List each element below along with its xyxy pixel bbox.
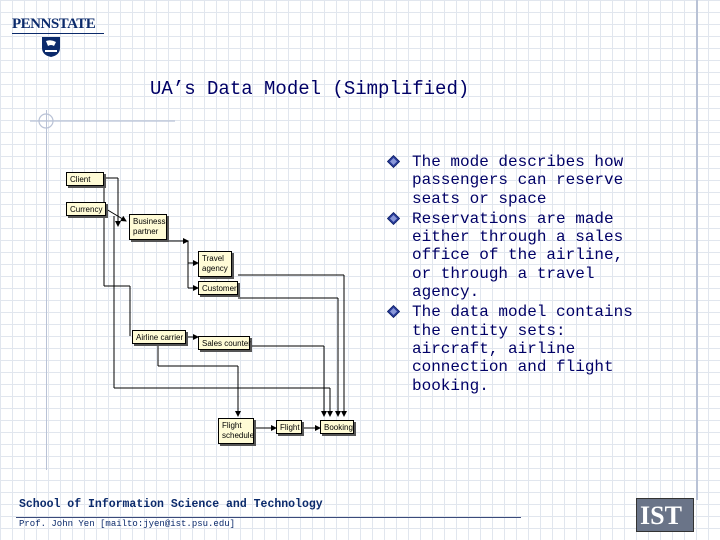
bullet-item: Reservations are made either through a s… (385, 210, 715, 301)
bullet-text: Reservations are made either through a s… (412, 209, 624, 302)
footer-school-name: School of Information Science and Techno… (19, 498, 323, 511)
diamond-bullet-icon (387, 155, 400, 168)
bullet-item: The mode describes how passengers can re… (385, 153, 715, 208)
bullet-list: The mode describes how passengers can re… (385, 153, 715, 397)
bullet-item: The data model contains the entity sets:… (385, 303, 715, 395)
bullet-text: The data model contains the entity sets:… (412, 303, 633, 395)
entity-currency: Currency (66, 202, 106, 216)
ist-logo (636, 498, 694, 532)
pennstate-logo-text: PENNSTATE (12, 16, 96, 32)
diamond-bullet-icon (387, 305, 400, 319)
footer-rule (16, 517, 521, 518)
slide-title: UA’s Data Model (Simplified) (150, 78, 470, 100)
entity-flight: Flight (276, 420, 302, 434)
entity-customer: Customer (198, 281, 238, 295)
diagram-connectors (103, 177, 347, 431)
ist-logo-text: IST (640, 501, 682, 530)
diamond-bullet-icon (387, 211, 400, 225)
logo-rule (12, 33, 104, 34)
left-vertical-rule (46, 110, 47, 470)
footer-author-contact: Prof. John Yen [mailto:jyen@ist.psu.edu] (19, 519, 236, 529)
entity-business-partner: Business partner (129, 214, 167, 240)
bullet-text: The mode describes how passengers can re… (412, 153, 624, 208)
entity-client: Client (66, 172, 104, 186)
entity-booking: Booking (320, 420, 354, 434)
entity-airline-carrier: Airline carrier (132, 330, 186, 344)
right-vertical-rule (696, 0, 698, 500)
entity-flight-schedule: Flight schedule (218, 418, 254, 444)
pennstate-shield-icon (42, 37, 60, 57)
entity-sales-counter: Sales counter (198, 336, 251, 350)
data-model-diagram: Client Currency Business partner Travel … (62, 166, 362, 450)
entity-travel-agency: Travel agency (198, 251, 232, 277)
